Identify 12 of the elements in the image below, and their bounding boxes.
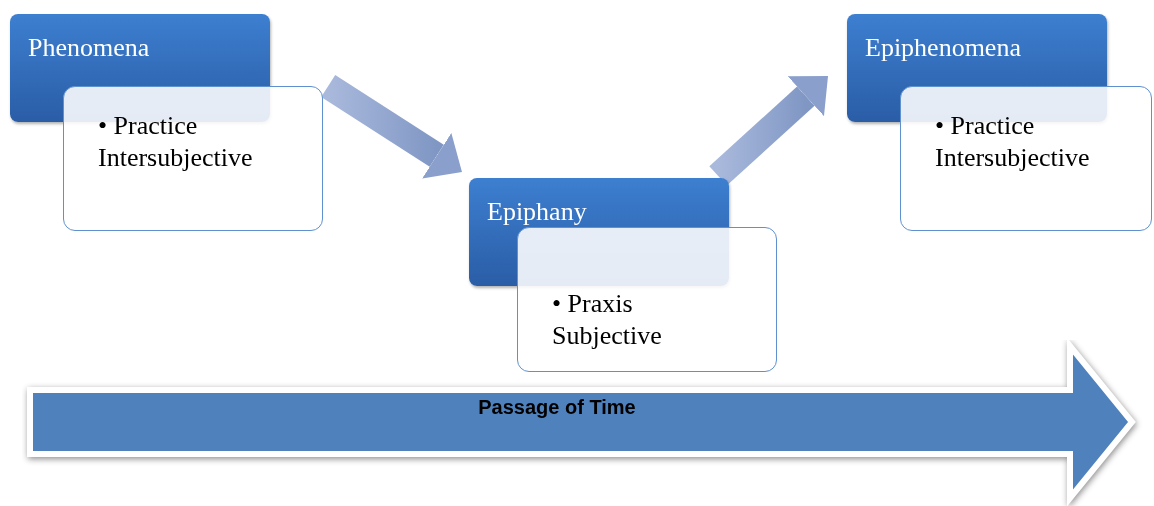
bullet-text: • Praxis Subjective [552, 288, 663, 352]
content-box [900, 86, 1152, 231]
box-title: Phenomena [28, 32, 150, 64]
arrow-label: Passage of Time [477, 395, 637, 420]
arrow [709, 76, 828, 186]
bullet-text: • Practice Intersubjective [935, 110, 1091, 174]
content-box [517, 227, 777, 372]
content-box [63, 86, 323, 231]
arrow [321, 75, 462, 179]
box-title: Epiphany [487, 196, 587, 228]
box-title: Epiphenomena [865, 32, 1021, 64]
bullet-text: • Practice Intersubjective [98, 110, 254, 174]
